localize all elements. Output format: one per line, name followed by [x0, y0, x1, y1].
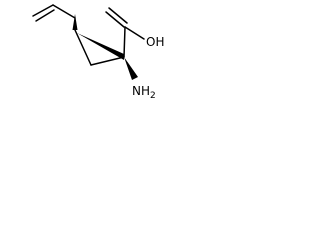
ring-bond-bottom	[90, 56, 125, 66]
vinyl-single-bond	[52, 4, 76, 19]
amino-label: NH2	[132, 84, 156, 100]
vinyl-double-bond-outer	[32, 4, 54, 17]
carbonyl-double-bond-2	[108, 7, 128, 24]
wedge-bond-amino	[124, 57, 138, 80]
ring-bond-left	[74, 29, 92, 66]
chemical-structure: OH NH2	[32, 4, 164, 100]
wedge-bond-vinyl	[72, 14, 78, 30]
carbonyl-double-bond-1	[105, 11, 125, 28]
amino-label-main: NH	[132, 84, 150, 98]
hydroxyl-label: OH	[146, 35, 164, 49]
wedge-bond-ring-top	[77, 33, 124, 60]
hydroxyl-bond	[124, 26, 145, 40]
vinyl-double-bond-inner	[35, 9, 55, 22]
amino-label-subscript: 2	[150, 91, 156, 100]
carboxyl-bond	[123, 26, 126, 58]
